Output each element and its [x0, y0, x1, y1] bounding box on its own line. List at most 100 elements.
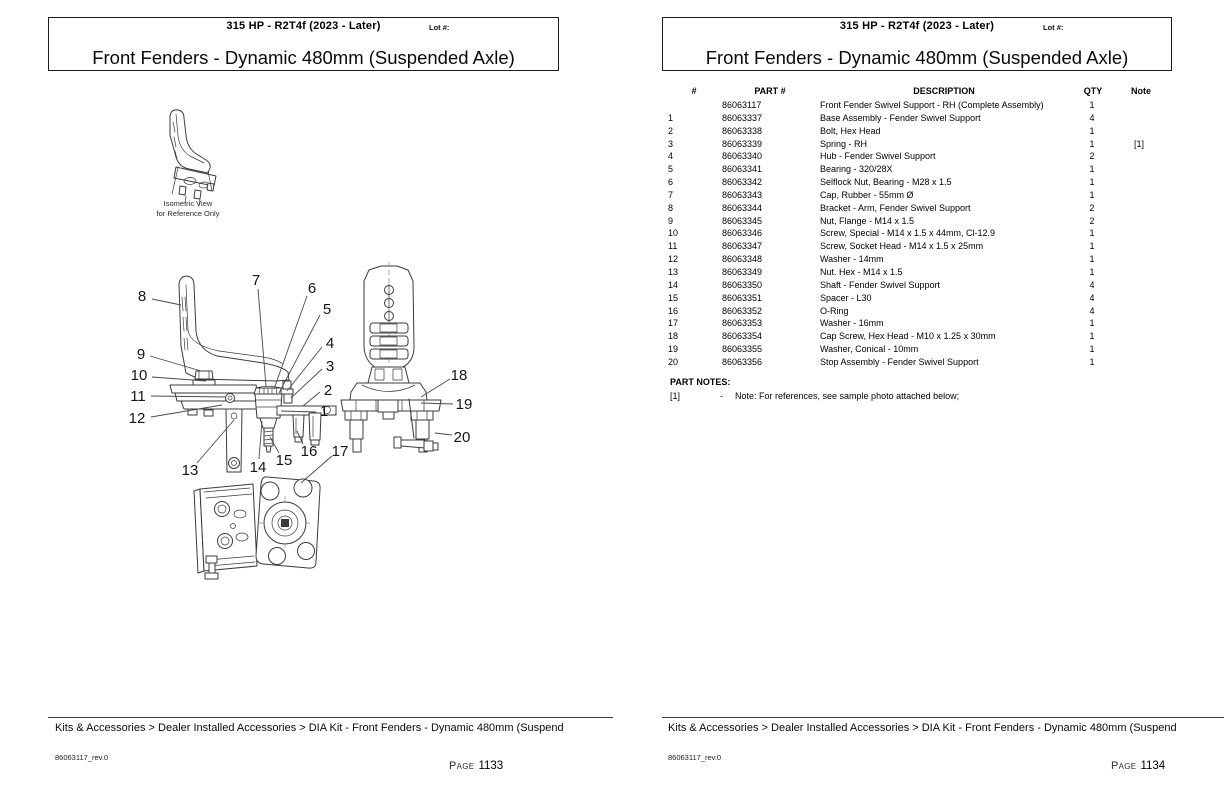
- callout-number-4: 4: [326, 335, 334, 352]
- document-revision: 86063117_rev.0: [55, 753, 109, 762]
- part-qty: 4: [1089, 292, 1095, 303]
- part-qty: 1: [1089, 228, 1095, 239]
- part-number: 86063356: [722, 356, 763, 367]
- part-qty: 4: [1089, 305, 1095, 316]
- row-number: 14: [668, 279, 679, 290]
- fender-blade-assembly: [340, 262, 442, 453]
- row-number: 19: [668, 344, 679, 355]
- part-qty: 1: [1089, 254, 1095, 265]
- model-title: 315 HP - R2T4f (2023 - Later): [839, 20, 995, 32]
- part-description: Washer, Conical - 10mm: [820, 344, 919, 355]
- part-qty: 2: [1089, 215, 1095, 226]
- page-left: 315 HP - R2T4f (2023 - Later) Lot #: Fro…: [48, 17, 613, 772]
- callout-number-18: 18: [451, 367, 468, 384]
- callout-number-1: 1: [320, 403, 328, 420]
- part-qty: 1: [1089, 164, 1095, 175]
- callout-leader-line-20: [434, 432, 453, 436]
- part-qty: 1: [1089, 356, 1095, 367]
- row-number: 2: [668, 125, 674, 136]
- callout-number-19: 19: [456, 396, 473, 413]
- part-description: Cap, Rubber - 55mm Ø: [820, 189, 914, 200]
- part-description: Cap Screw, Hex Head - M10 x 1.25 x 30mm: [820, 331, 996, 342]
- footer-rule: [48, 717, 613, 718]
- callout-number-3: 3: [326, 358, 334, 375]
- part-number: 86063345: [722, 215, 763, 226]
- part-note-ref: [1123, 292, 1134, 305]
- part-qty: 1: [1089, 100, 1095, 110]
- part-note-ref: [1123, 150, 1134, 163]
- part-note-ref: [1123, 305, 1134, 318]
- part-description: O-Ring: [820, 305, 849, 316]
- row-number: 11: [668, 241, 678, 252]
- part-qty: 1: [1089, 241, 1095, 252]
- column-header-part: PART #: [754, 86, 786, 96]
- part-qty: 1: [1089, 177, 1095, 188]
- part-number: 86063355: [722, 344, 763, 355]
- part-qty: 4: [1089, 112, 1095, 123]
- part-description: Selflock Nut, Bearing - M28 x 1.5: [820, 177, 952, 188]
- row-number: 20: [668, 356, 679, 367]
- row-number: 5: [668, 164, 674, 175]
- part-note-ref: [1123, 125, 1134, 138]
- part-description: Washer - 16mm: [820, 318, 884, 329]
- part-number: 86063351: [722, 292, 763, 303]
- part-number: 86063343: [722, 189, 763, 200]
- row-number: [662, 99, 718, 112]
- part-description: Screw, Socket Head - M14 x 1.5 x 25mm: [820, 241, 984, 252]
- iso-caption-line2: for Reference Only: [157, 209, 220, 218]
- callout-number-16: 16: [301, 443, 318, 460]
- callout-leader-line-7: [257, 288, 267, 387]
- part-note-ref: [1123, 202, 1134, 215]
- callout-number-14: 14: [250, 459, 267, 476]
- page-number-label: Page: [1111, 760, 1137, 772]
- part-note-ref: [1123, 227, 1134, 240]
- part-note-ref: [1123, 356, 1134, 369]
- part-note-ref: [1123, 253, 1134, 266]
- callout-number-9: 9: [137, 346, 145, 363]
- callout-leader-line-11: [150, 395, 227, 398]
- row-number: 16: [668, 305, 679, 316]
- part-description: Screw, Special - M14 x 1.5 x 44mm, Cl-12…: [820, 228, 996, 239]
- callout-leader-line-3: [290, 368, 323, 399]
- row-number: 17: [668, 318, 679, 329]
- part-note-text: Note: For references, see sample photo a…: [735, 391, 960, 401]
- callout-number-5: 5: [323, 301, 331, 318]
- part-description: Base Assembly - Fender Swivel Support: [820, 112, 981, 123]
- row-number: 7: [668, 189, 674, 200]
- column-header-qty: QTY: [1083, 86, 1103, 96]
- page-number-value: 1134: [1140, 760, 1166, 772]
- document-revision: 86063117_rev.0: [668, 753, 722, 762]
- callout-number-7: 7: [252, 272, 260, 289]
- callout-number-11: 11: [130, 388, 146, 405]
- part-notes-heading: PART NOTES:: [670, 377, 731, 387]
- callout-leader-line-1: [280, 410, 317, 413]
- callout-leader-line-16: [296, 430, 304, 445]
- callout-leader-line-13: [196, 419, 235, 464]
- callout-leader-line-8: [151, 298, 182, 306]
- part-number: 86063339: [722, 138, 763, 149]
- part-description: Bracket - Arm, Fender Swivel Support: [820, 202, 971, 213]
- page-number-value: 1133: [478, 760, 504, 772]
- part-qty: 1: [1089, 125, 1095, 136]
- part-qty: 1: [1089, 344, 1095, 355]
- stop-flange-assembly: [193, 476, 321, 580]
- part-number: 86063340: [722, 151, 763, 162]
- left-header-box: 315 HP - R2T4f (2023 - Later) Lot #: Fro…: [48, 17, 559, 71]
- part-number: 86063354: [722, 331, 763, 342]
- part-number: 86063341: [722, 164, 763, 175]
- model-title: 315 HP - R2T4f (2023 - Later): [226, 20, 381, 32]
